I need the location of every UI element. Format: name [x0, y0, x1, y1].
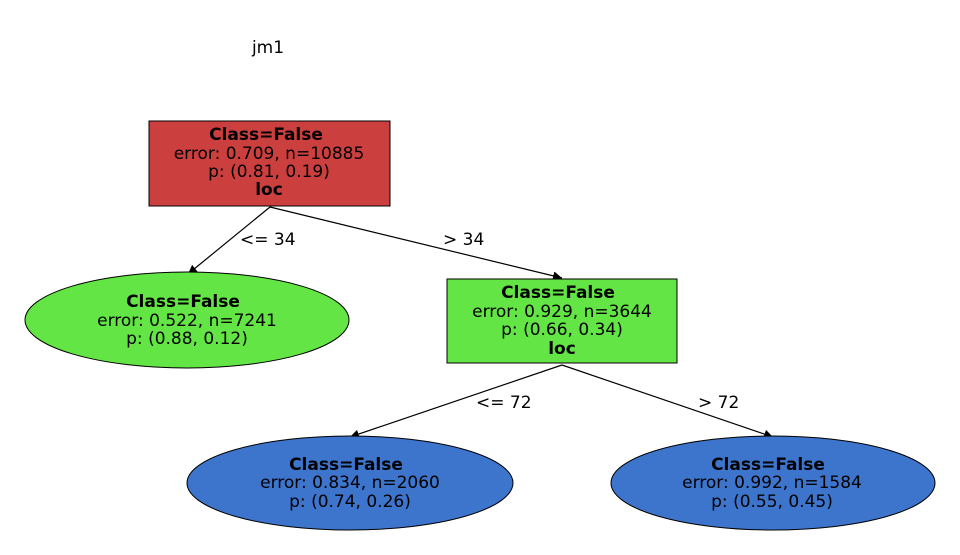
edge-root-to-right — [269, 206, 563, 281]
node-left: Class=False error: 0.522, n=7241 p: (0.8… — [24, 271, 350, 369]
node-right-right-class: Class=False — [711, 455, 825, 475]
edge-label-root-left: <= 34 — [240, 230, 296, 250]
edge-label-root-right: > 34 — [443, 230, 484, 250]
edge-label-right-right: > 72 — [698, 393, 739, 413]
node-root-box — [148, 120, 391, 207]
node-root-split: loc — [255, 180, 283, 200]
node-right-class: Class=False — [501, 283, 615, 303]
node-root-p: p: (0.81, 0.19) — [208, 162, 330, 182]
node-right-split: loc — [548, 339, 576, 359]
diagram-title: jm1 — [251, 38, 284, 58]
node-right-right-error: error: 0.992, n=1584 — [682, 473, 862, 493]
node-left-ellipse — [24, 271, 350, 369]
edge-label-right-left: <= 72 — [476, 393, 532, 413]
node-left-p: p: (0.88, 0.12) — [126, 329, 248, 349]
node-right-left-ellipse — [186, 435, 514, 531]
edge-root-to-left — [187, 206, 271, 275]
edge-right-to-right-right — [561, 364, 774, 439]
node-root: Class=False error: 0.709, n=10885 p: (0.… — [148, 120, 391, 207]
node-left-error: error: 0.522, n=7241 — [97, 311, 277, 331]
node-right-error: error: 0.929, n=3644 — [472, 302, 652, 322]
node-right-left-p: p: (0.74, 0.26) — [289, 492, 411, 512]
node-left-class: Class=False — [126, 292, 240, 312]
node-right-left-class: Class=False — [289, 455, 403, 475]
edge-right-to-right-left — [349, 364, 563, 439]
node-root-error: error: 0.709, n=10885 — [174, 144, 365, 164]
node-right-left: Class=False error: 0.834, n=2060 p: (0.7… — [186, 435, 514, 531]
node-right-p: p: (0.66, 0.34) — [501, 320, 623, 340]
node-right-box — [446, 278, 678, 364]
node-right-right-p: p: (0.55, 0.45) — [711, 492, 833, 512]
node-right: Class=False error: 0.929, n=3644 p: (0.6… — [446, 278, 678, 364]
node-right-right: Class=False error: 0.992, n=1584 p: (0.5… — [610, 435, 936, 531]
node-right-right-ellipse — [610, 435, 936, 531]
node-right-left-error: error: 0.834, n=2060 — [260, 473, 440, 493]
node-root-class: Class=False — [209, 125, 323, 145]
